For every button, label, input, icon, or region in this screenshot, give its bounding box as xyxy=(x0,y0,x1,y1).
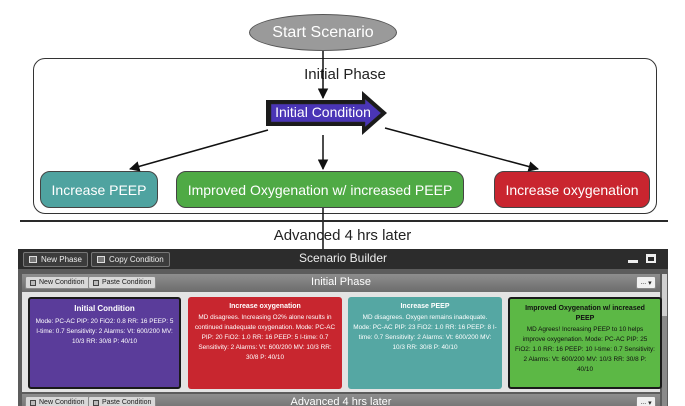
initial-phase-title: Initial Phase xyxy=(304,66,386,83)
new-condition-button[interactable]: New Condition xyxy=(25,396,90,406)
new-phase-button[interactable]: New Phase xyxy=(23,252,88,267)
condition-body: Mode: PC-AC PIP: 20 FiO2: 0.8 RR: 16 PEE… xyxy=(35,318,174,345)
phase-options-dropdown[interactable]: ... ▾ xyxy=(636,276,656,289)
new-condition-label: New Condition xyxy=(39,279,85,286)
copy-icon xyxy=(97,256,105,263)
new-condition-icon xyxy=(30,399,36,406)
paste-icon xyxy=(93,279,99,286)
phase-options-dropdown[interactable]: ... ▾ xyxy=(636,396,656,406)
copy-condition-button[interactable]: Copy Condition xyxy=(91,252,170,267)
scenario-builder-window: Scenario Builder New Phase Copy Conditio… xyxy=(18,249,668,406)
improved-oxygenation-label: Improved Oxygenation w/ increased PEEP xyxy=(187,181,453,198)
phase-options-label: ... xyxy=(640,399,647,406)
section-divider xyxy=(20,220,668,222)
new-phase-label: New Phase xyxy=(41,255,82,264)
initial-condition-arrow-shape xyxy=(266,91,387,135)
new-phase-icon xyxy=(29,256,37,263)
condition-card-increase-oxygenation[interactable]: Increase oxygenation MD disagrees. Incre… xyxy=(188,297,342,389)
condition-title: Increase oxygenation xyxy=(229,303,301,310)
condition-card-increase-peep[interactable]: Increase PEEP MD disagrees. Oxygen remai… xyxy=(348,297,502,389)
minimize-icon[interactable] xyxy=(628,260,638,263)
increase-peep-label: Increase PEEP xyxy=(51,181,147,198)
start-scenario-label: Start Scenario xyxy=(272,23,374,41)
paste-icon xyxy=(93,399,99,406)
new-condition-icon xyxy=(30,279,36,286)
maximize-icon[interactable] xyxy=(646,254,656,263)
paste-condition-label: Paste Condition xyxy=(102,399,152,406)
phase-panel-initial: Initial Phase New Condition Paste Condit… xyxy=(22,274,662,392)
condition-title: Initial Condition xyxy=(74,304,135,313)
phase-header: Initial Phase New Condition Paste Condit… xyxy=(22,274,660,292)
title-bar: Scenario Builder New Phase Copy Conditio… xyxy=(18,249,668,269)
increase-oxygenation-label: Increase oxygenation xyxy=(505,181,639,198)
scrollbar-thumb[interactable] xyxy=(662,274,667,316)
increase-oxygenation-node: Increase oxygenation xyxy=(494,171,650,208)
start-scenario-node: Start Scenario xyxy=(249,14,397,51)
phase-header: Advanced 4 hrs later New Condition Paste… xyxy=(22,394,660,406)
advanced-phase-label: Advanced 4 hrs later xyxy=(273,227,412,244)
phase-panel-advanced: Advanced 4 hrs later New Condition Paste… xyxy=(22,394,660,406)
condition-title: Increase PEEP xyxy=(400,303,450,310)
condition-title: Improved Oxygenation w/ increased PEEP xyxy=(525,305,645,322)
condition-card-improved-oxygenation[interactable]: Improved Oxygenation w/ increased PEEP M… xyxy=(508,297,662,389)
copy-condition-label: Copy Condition xyxy=(109,255,164,264)
new-condition-label: New Condition xyxy=(39,399,85,406)
phase-options-label: ... xyxy=(640,279,647,286)
condition-body: MD disagrees. Oxygen remains inadequate.… xyxy=(353,314,497,351)
vertical-scrollbar[interactable] xyxy=(662,274,667,406)
paste-condition-button[interactable]: Paste Condition xyxy=(88,276,157,289)
paste-condition-button[interactable]: Paste Condition xyxy=(88,396,157,406)
new-condition-button[interactable]: New Condition xyxy=(25,276,90,289)
condition-body: MD Agrees! Increasing PEEP to 10 helps i… xyxy=(515,326,655,373)
improved-oxygenation-node: Improved Oxygenation w/ increased PEEP xyxy=(176,171,464,208)
increase-peep-node: Increase PEEP xyxy=(40,171,158,208)
initial-condition-node: Initial Condition xyxy=(275,104,371,120)
condition-body: MD disagrees. Increasing O2% alone resul… xyxy=(194,314,336,361)
paste-condition-label: Paste Condition xyxy=(102,279,152,286)
condition-card-initial[interactable]: Initial Condition Mode: PC-AC PIP: 20 Fi… xyxy=(28,297,181,389)
